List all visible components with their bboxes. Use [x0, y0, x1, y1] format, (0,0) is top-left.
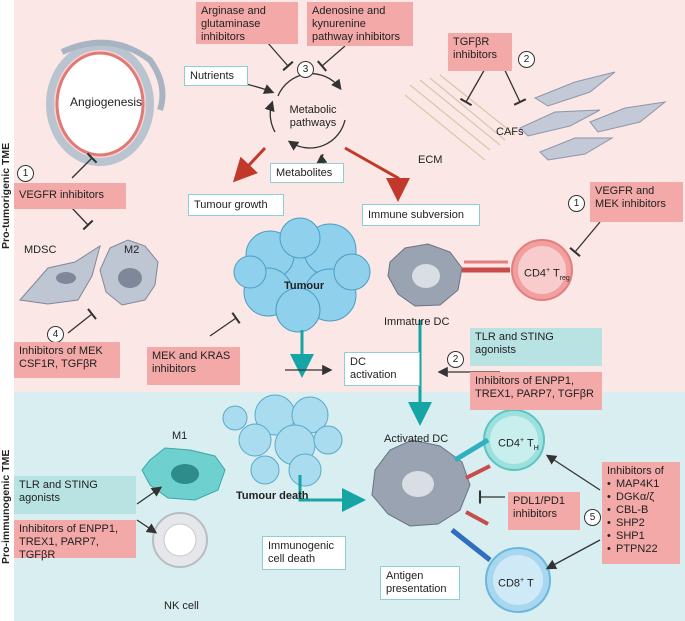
angiogenesis-label: Angiogenesis: [70, 95, 143, 109]
cd4-treg-label: CD4+ Treg: [524, 264, 570, 285]
cd4-th-text: CD4: [498, 437, 521, 450]
activated-dc-label: Activated DC: [384, 433, 449, 445]
cd4-th-sup: +: [520, 437, 525, 444]
metabolic-cycle: [245, 41, 346, 165]
cd8-t-cell-illustration: [485, 547, 551, 613]
metabolic-pathways-label: Metabolic pathways: [289, 104, 337, 129]
immature-dc-illustration: [387, 243, 463, 307]
list-item: PTPN22: [607, 543, 675, 556]
vegfr-inhibitors-box: VEGFR inhibitors: [14, 183, 126, 209]
activated-dc-illustration: [371, 439, 471, 527]
list-item: SHP1: [607, 530, 675, 543]
tumour-growth-label: Tumour growth: [188, 194, 284, 216]
cd4-th-sub: H: [533, 444, 539, 452]
cd4-treg-sup: +: [546, 267, 551, 274]
tumour-label: Tumour: [284, 280, 325, 292]
cafs-illustration: [519, 71, 667, 161]
pdl1-pd1-inhibitors-box: PDL1/PD1 inhibitors: [508, 492, 580, 530]
nutrients-label: Nutrients: [184, 66, 248, 86]
vegfr-mek-inhibitors-box: VEGFR and MEK inhibitors: [590, 182, 683, 222]
cd8-sup: +: [520, 577, 525, 584]
metabolites-label: Metabolites: [270, 163, 344, 183]
blood-vessel-illustration: [46, 39, 166, 166]
tlr-sting-agonists-box: TLR and STING agonists: [470, 328, 602, 366]
dying-tumour-illustration: [222, 394, 343, 487]
list-item: CBL-B: [607, 504, 675, 517]
nk-cell-illustration: [152, 512, 208, 568]
step-number-2: 2: [518, 51, 535, 68]
ecm-label: ECM: [418, 154, 443, 166]
step-number-4: 4: [47, 326, 64, 343]
arginase-inhibitors-box: Arginase and glutaminase inhibitors: [196, 2, 298, 44]
immature-dc-label: Immature DC: [384, 316, 450, 328]
enpp1-inhibitors-box: Inhibitors of ENPP1, TREX1, PARP7, TGFβR: [470, 372, 602, 410]
tgfbr-inhibitors-box: TGFβR inhibitors: [448, 33, 512, 71]
step-number-1: 1: [17, 165, 34, 182]
step-number-1: 1: [568, 195, 585, 212]
antigen-presentation-label: Antigen presentation: [380, 566, 460, 600]
list-item: DGKα/ζ: [607, 491, 675, 504]
list-item: SHP2: [607, 517, 675, 530]
tumour-death-label: Tumour death: [236, 490, 309, 502]
step-number-3: 3: [297, 61, 314, 78]
m1-label: M1: [172, 430, 188, 442]
cd8-text: CD8: [498, 577, 521, 590]
m2-label: M2: [124, 244, 140, 256]
cd8-t: T: [524, 577, 534, 590]
inhibitors-of-title: Inhibitors of: [607, 465, 664, 477]
cd8-t-label: CD8+ T: [498, 574, 534, 591]
adenosine-inhibitors-box: Adenosine and kynurenine pathway inhibit…: [307, 2, 413, 46]
m1-macrophage-illustration: [141, 447, 226, 501]
cd4-treg-t: T: [550, 267, 560, 280]
tumour-cluster-illustration: [233, 217, 371, 333]
immune-subversion-label: Immune subversion: [362, 204, 480, 226]
inhibitors-of-list-box: Inhibitors of MAP4K1 DGKα/ζ CBL-B SHP2 S…: [602, 462, 680, 564]
mek-kras-inhibitors-box: MEK and KRAS inhibitors: [147, 347, 240, 385]
treg-cell-illustration: [511, 239, 573, 301]
immunogenic-cell-death-label: Immunogenic cell death: [262, 536, 346, 570]
cafs-label: CAFs: [496, 126, 524, 138]
cd4-treg-text: CD4: [524, 267, 547, 280]
mdsc-label: MDSC: [24, 244, 57, 256]
cd4-th-label: CD4+ TH: [498, 434, 539, 455]
dc-activation-label: DC activation: [344, 352, 420, 386]
tlr-sting-agonists-box: TLR and STING agonists: [14, 476, 136, 514]
list-item: MAP4K1: [607, 478, 675, 491]
m2-macrophage-illustration: [99, 239, 159, 306]
step-number-2: 2: [447, 351, 464, 368]
cd4-th-cell-illustration: [483, 409, 545, 471]
cd4-th-t: T: [524, 437, 534, 450]
step-number-5: 5: [584, 509, 601, 526]
mdsc-cell-illustration: [19, 244, 101, 305]
mek-csf1r-inhibitors-box: Inhibitors of MEK CSF1R, TGFβR: [14, 342, 120, 378]
cd4-treg-sub: reg: [559, 274, 570, 282]
nk-cell-label: NK cell: [164, 600, 199, 612]
ecm-fibres: [404, 74, 516, 161]
enpp1-inhibitors-box: Inhibitors of ENPP1, TREX1, PARP7, TGFβR: [14, 520, 136, 561]
